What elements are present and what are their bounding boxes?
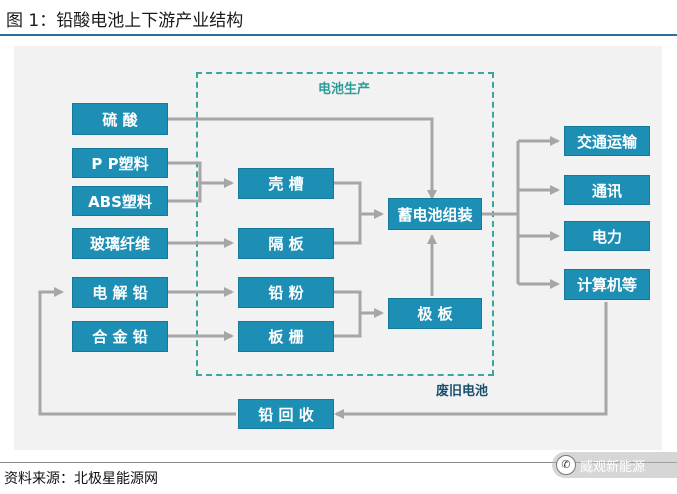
node-abs-plastic: ABS塑料 xyxy=(72,186,168,216)
arrow-acid-assembly xyxy=(166,117,437,200)
arrow-abs-merge xyxy=(168,183,202,203)
node-computer: 计算机等 xyxy=(564,269,650,300)
arrow-shell-assembly xyxy=(334,181,384,219)
watermark: ✆ 威观新能源 xyxy=(552,452,677,478)
node-electrolytic-lead: 电 解 铅 xyxy=(72,277,168,308)
bottom-divider xyxy=(0,462,677,463)
node-glass-fiber: 玻璃纤维 xyxy=(72,228,168,259)
arrow-separator-assembly xyxy=(334,214,362,245)
wechat-icon: ✆ xyxy=(556,455,576,475)
arrow-pp-merge xyxy=(168,161,202,183)
node-sulfuric-acid: 硫 酸 xyxy=(72,103,168,135)
source-caption: 资料来源：北极星能源网 xyxy=(4,471,158,487)
node-battery-assembly: 蓄电池组装 xyxy=(388,198,482,230)
node-power: 电力 xyxy=(564,221,650,251)
arrow-powder-plate xyxy=(334,290,384,318)
waste-battery-label: 废旧电池 xyxy=(436,384,489,399)
node-lead-recycling: 铅 回 收 xyxy=(238,399,334,429)
node-plate: 极 板 xyxy=(388,298,482,329)
arrow-recycle-electrolytic xyxy=(38,287,236,416)
node-alloy-lead: 合 金 铅 xyxy=(72,321,168,352)
production-label: 电池生产 xyxy=(318,82,371,97)
production-boundary xyxy=(196,72,494,376)
arrow-grid-plate xyxy=(334,313,362,338)
node-communication: 通讯 xyxy=(564,175,650,205)
node-transport: 交通运输 xyxy=(564,126,650,156)
watermark-text: 威观新能源 xyxy=(580,459,646,475)
title-underline xyxy=(0,34,677,36)
node-separator: 隔 板 xyxy=(238,228,334,259)
page-title: 图 1：铅酸电池上下游产业结构 xyxy=(6,11,244,31)
node-pp-plastic: P P塑料 xyxy=(72,148,168,178)
arrow-computer-recycle xyxy=(334,302,608,419)
node-lead-powder: 铅 粉 xyxy=(238,277,334,308)
node-shell: 壳 槽 xyxy=(238,168,334,199)
node-grid: 板 栅 xyxy=(238,321,334,352)
